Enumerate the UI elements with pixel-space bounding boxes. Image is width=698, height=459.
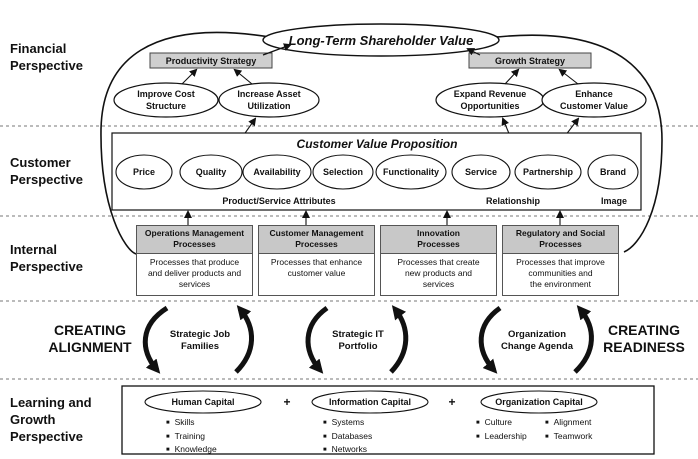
customer-value-proposition-title: Customer Value Proposition	[297, 137, 458, 151]
attribute-brand-node	[587, 154, 639, 190]
organization-capital-list-left: Culture Leadership	[476, 417, 527, 444]
image-label: Image	[601, 196, 627, 206]
innovation-processes-header: Innovation Processes	[380, 225, 497, 254]
attribute-availability-node	[242, 154, 312, 190]
organization-capital-list-right: Alignment Teamwork	[545, 417, 593, 445]
information-capital-label: Information Capital	[329, 397, 411, 407]
creating-alignment-label: CREATING ALIGNMENT	[48, 322, 132, 355]
increase-asset-utilization-node	[218, 82, 320, 118]
operations-management-processes-header: Operations Management Processes	[136, 225, 253, 254]
section-dividers	[0, 125, 698, 380]
learning-growth-perspective-label: Learning and Growth Perspective	[10, 395, 92, 444]
attribute-price-node	[115, 154, 173, 190]
list-item: Leadership	[476, 431, 527, 445]
growth-strategy-box	[468, 52, 592, 69]
expand-revenue-label: Expand Revenue Opportunities	[453, 89, 527, 111]
attribute-partnership-label: Partnership	[523, 167, 574, 177]
increase-asset-utilization-label: Increase Asset Utilization	[237, 89, 301, 111]
product-service-attributes-label: Product/Service Attributes	[222, 196, 335, 206]
organization-change-agenda-label: Organization Change Agenda	[501, 329, 573, 352]
organization-capital-label: Organization Capital	[495, 397, 583, 407]
improve-cost-structure-label: Improve Cost Structure	[137, 89, 195, 111]
productivity-strategy-label: Productivity Strategy	[166, 56, 257, 66]
attribute-brand-label: Brand	[600, 167, 626, 177]
list-item: Networks	[323, 444, 372, 458]
strategic-it-portfolio-label: Strategic IT Portfolio	[332, 329, 384, 352]
regulatory-social-processes-header: Regulatory and Social Processes	[502, 225, 619, 254]
improve-cost-structure-node	[113, 82, 219, 118]
list-item: Culture	[476, 417, 527, 431]
attribute-partnership-node	[514, 154, 582, 190]
left-swoosh-up-arrow	[234, 305, 254, 374]
human-capital-list: Skills Training Knowledge	[166, 417, 217, 458]
list-item: Alignment	[545, 417, 592, 431]
operations-management-processes-body: Processes that produce and deliver produ…	[136, 254, 253, 296]
list-item: Skills	[166, 417, 217, 431]
right-outer-loop	[490, 33, 663, 253]
creating-readiness-label: CREATING READINESS	[603, 322, 685, 355]
productivity-strategy-box	[149, 52, 273, 69]
left-outer-loop	[100, 31, 277, 255]
information-capital-list: Systems Databases Networks	[323, 417, 373, 458]
right-swoosh-up-arrow	[573, 305, 594, 374]
human-capital-label: Human Capital	[171, 397, 234, 407]
attribute-quality-label: Quality	[196, 167, 227, 177]
internal-perspective-label: Internal Perspective	[10, 242, 83, 274]
regulatory-social-processes-body: Processes that improve communities and t…	[502, 254, 619, 296]
left-swoosh-down-arrow	[142, 305, 169, 374]
enhance-customer-value-label: Enhance Customer Value	[559, 89, 629, 111]
list-item: Teamwork	[545, 431, 593, 445]
strategic-job-families-label: Strategic Job Families	[169, 329, 231, 352]
enhance-customer-value-node	[541, 82, 647, 118]
innovation-processes-body: Processes that create new products and s…	[380, 254, 497, 296]
attribute-selection-label: Selection	[323, 167, 363, 177]
attribute-functionality-label: Functionality	[383, 167, 439, 177]
long-term-shareholder-value-node	[262, 23, 500, 57]
attribute-price-label: Price	[133, 167, 155, 177]
attribute-selection-node	[312, 154, 374, 190]
attribute-service-label: Service	[465, 167, 497, 177]
attribute-functionality-node	[375, 154, 447, 190]
right-swoosh-down-arrow	[478, 305, 502, 374]
attribute-availability-label: Availability	[253, 167, 300, 177]
plus-sign-1: +	[283, 395, 290, 409]
plus-sign-2: +	[448, 395, 455, 409]
list-item: Knowledge	[166, 444, 217, 458]
financial-perspective-label: Financial Perspective	[10, 41, 83, 73]
list-item: Databases	[323, 431, 373, 445]
information-capital-node	[311, 390, 429, 414]
human-capital-node	[144, 390, 262, 414]
list-item: Training	[166, 431, 217, 445]
customer-management-processes-header: Customer Management Processes	[258, 225, 375, 254]
attribute-service-node	[451, 154, 511, 190]
long-term-shareholder-value-label: Long-Term Shareholder Value	[289, 33, 474, 48]
middle-swoosh-down-arrow	[305, 305, 329, 374]
organization-capital-node	[480, 390, 598, 414]
relationship-label: Relationship	[486, 196, 541, 206]
growth-strategy-label: Growth Strategy	[495, 56, 565, 66]
attribute-quality-node	[179, 154, 243, 190]
customer-management-processes-body: Processes that enhance customer value	[258, 254, 375, 296]
customer-perspective-label: Customer Perspective	[10, 155, 83, 187]
customer-attributes: Price Quality Availability Selection Fun…	[115, 154, 639, 190]
list-item: Systems	[323, 417, 372, 431]
middle-swoosh-up-arrow	[389, 305, 409, 374]
